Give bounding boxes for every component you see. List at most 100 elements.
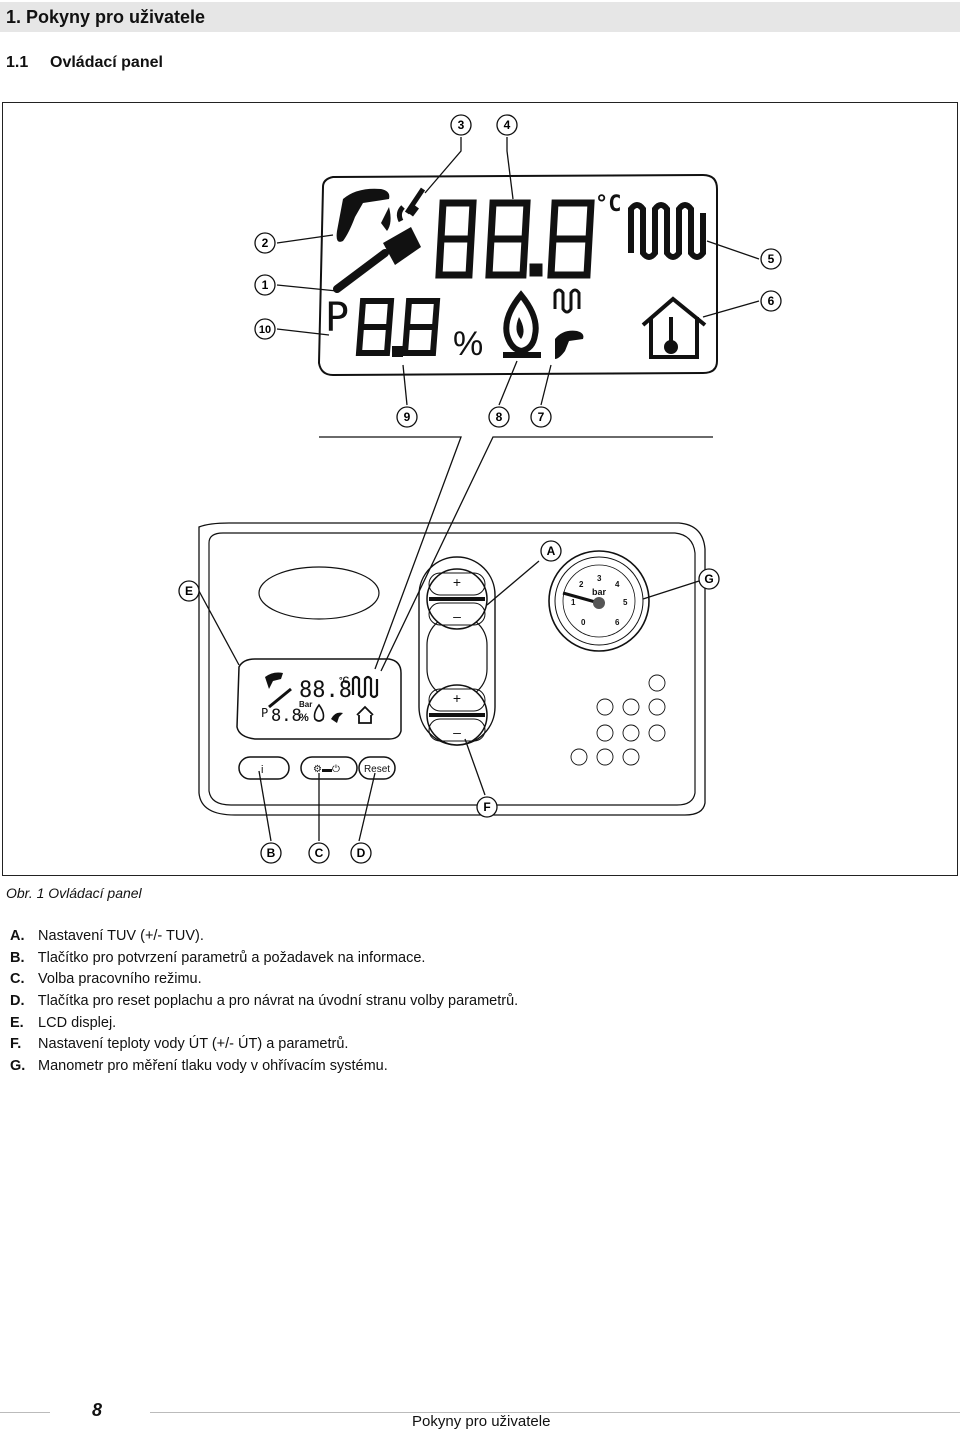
mode-select-button[interactable] (300, 756, 358, 780)
footer-title: Pokyny pro uživatele (412, 1413, 551, 1430)
legend-item: D. Tlačítka pro reset poplachu a pro náv… (10, 991, 518, 1013)
legend-text: Tlačítka pro reset poplachu a pro návrat… (37, 993, 519, 1010)
keypad-dots (570, 674, 666, 766)
legend-item: E. LCD displej. (10, 1013, 518, 1035)
lcd-enlarged-outline (317, 173, 718, 377)
callout-e: E (185, 584, 193, 598)
callout-9: 9 (404, 410, 411, 424)
callout-10: 10 (259, 324, 271, 336)
gauge-needle (562, 591, 600, 605)
lcd-percent-unit: % (453, 325, 483, 363)
panel-callout-labels: A E G F B C D (178, 540, 720, 864)
heating-plus-label: + (453, 690, 461, 706)
figure-caption: Obr. 1 Ovládací panel (6, 885, 142, 901)
legend-key: B. (10, 949, 25, 966)
zoom-lines (319, 436, 713, 672)
chapter-heading: 1. Pokyny pro uživatele (0, 2, 960, 32)
heating-rocker-button: + – (426, 684, 488, 746)
lcd-small-house-icon (356, 705, 374, 724)
lcd-small-big-digits: 88.8 (299, 678, 352, 703)
lcd-main-display (435, 199, 595, 279)
callout-1: 1 (262, 278, 269, 292)
gauge-tick-4: 4 (615, 580, 620, 589)
reset-button-label: Reset (364, 764, 390, 775)
gauge-tick-3: 3 (597, 574, 602, 583)
pressure-gauge: bar 0 1 2 3 4 5 6 (548, 550, 650, 652)
callout-c: C (315, 846, 324, 860)
gauge-tick-2: 2 (579, 580, 584, 589)
dhw-plus-label: + (453, 574, 461, 590)
legend-text: Nastavení TUV (+/- TUV). (38, 928, 204, 944)
section-title: Ovládací panel (50, 54, 163, 71)
legend-item: C. Volba pracovního režimu. (10, 969, 518, 991)
lcd-small-radiator-icon (351, 675, 379, 699)
lcd-callout-labels: 2 1 10 3 4 5 6 9 8 7 (254, 114, 782, 428)
legend-text: LCD displej. (38, 1014, 117, 1031)
panel-callout-lines (198, 560, 700, 842)
boiler-front-panel (198, 522, 706, 816)
heating-minus-button[interactable] (428, 718, 486, 742)
info-icon: i (261, 764, 263, 776)
lcd-small-prefix: P (261, 706, 268, 720)
legend-key: E. (10, 1014, 24, 1031)
section-heading: 1.1 Ovládací panel (6, 54, 163, 72)
legend-key: A. (10, 928, 25, 944)
callout-g: G (704, 572, 713, 586)
footer-rule-right (150, 1412, 960, 1413)
footer-rule-left (0, 1412, 50, 1413)
callout-f: F (483, 800, 490, 814)
heating-plus-button[interactable] (428, 688, 486, 712)
callout-a: A (547, 544, 556, 558)
reset-button[interactable] (358, 756, 396, 780)
bottom-buttons: i ⚙▬⏻ Reset (238, 756, 396, 780)
page-number: 8 (92, 1400, 103, 1420)
control-panel-figure: °C P % (2, 102, 958, 876)
gauge-tick-1: 1 (571, 598, 576, 607)
dhw-minus-label: – (453, 608, 461, 624)
section-number: 1.1 (6, 54, 29, 71)
callout-8: 8 (496, 410, 503, 424)
lcd-small-percent: % (299, 712, 309, 724)
mode-power-icon: ⚙▬⏻ (313, 764, 340, 775)
lcd-celsius-unit: °C (595, 192, 622, 217)
heating-radiator-icon (628, 202, 706, 260)
dhw-plus-button[interactable] (428, 572, 486, 596)
hot-water-mode-icon (555, 330, 584, 359)
gauge-unit: bar (592, 587, 607, 597)
hot-water-tap-icon (336, 188, 391, 242)
legend-item: G. Manometr pro měření tlaku vody v ohří… (10, 1056, 518, 1078)
control-panel-drawing: °C P % (178, 114, 782, 864)
legend-key: F. (10, 1036, 22, 1053)
lcd-small-content: 88.8 °C P 8.8 Bar % (261, 672, 379, 726)
legend-text: Volba pracovního režimu. (38, 971, 202, 988)
lcd-small-flame-icon (313, 703, 325, 722)
heating-mode-icon (553, 288, 581, 314)
lcd-small-tap-icon (331, 712, 343, 723)
callout-5: 5 (768, 252, 775, 266)
chimney-sweep-brush-icon (333, 227, 421, 293)
lcd-small-celsius: °C (339, 675, 350, 685)
legend-text: Nastavení teploty vody ÚT (+/- ÚT) a par… (38, 1036, 349, 1053)
legend-item: A. Nastavení TUV (+/- TUV). (10, 926, 518, 948)
legend-text: Manometr pro měření tlaku vody v ohřívac… (38, 1058, 388, 1075)
lcd-small-secondary-digits: 8.8 (271, 706, 302, 726)
legend-item: B. Tlačítko pro potvrzení parametrů a po… (10, 948, 518, 970)
dhw-minus-button[interactable] (428, 602, 486, 626)
legend-key: G. (10, 1058, 26, 1075)
legend-key: C. (10, 971, 25, 988)
lcd-display (236, 658, 402, 740)
brand-logo-oval (258, 566, 380, 620)
callout-7: 7 (538, 410, 545, 424)
legend-item: F. Nastavení teploty vody ÚT (+/- ÚT) a … (10, 1034, 518, 1056)
lcd-prefix-p: P (325, 295, 349, 341)
gauge-tick-5: 5 (623, 598, 628, 607)
callout-4: 4 (504, 118, 511, 132)
callout-d: D (357, 846, 366, 860)
gauge-tick-0: 0 (581, 618, 586, 627)
wrench-icon (396, 187, 426, 223)
burner-flame-icon (503, 290, 541, 358)
callout-b: B (267, 846, 276, 860)
heating-minus-label: – (453, 724, 461, 740)
legend-text: Tlačítko pro potvrzení parametrů a požad… (37, 949, 426, 966)
confirm-info-button[interactable] (238, 756, 290, 780)
